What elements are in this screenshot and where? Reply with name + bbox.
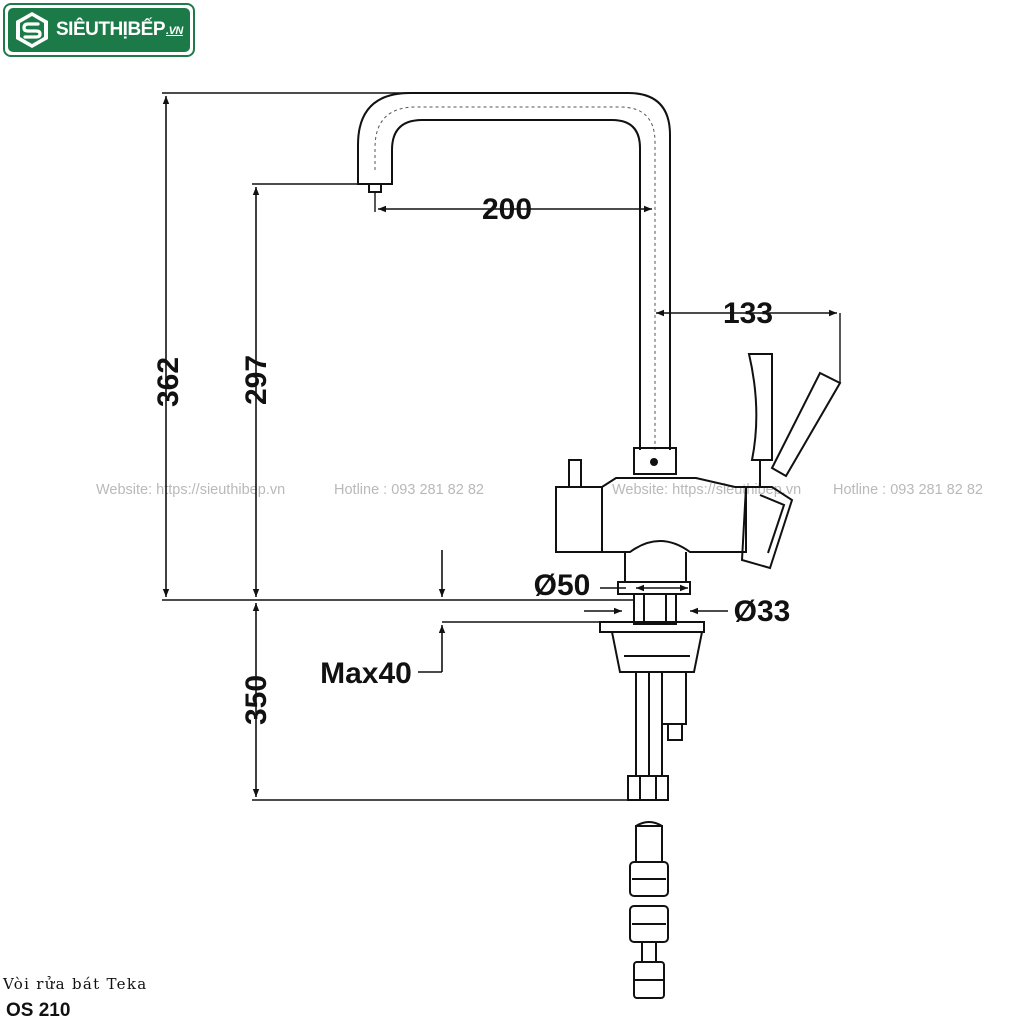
- valve-nut-lower: [629, 905, 669, 943]
- watermark-website: Website: https://sieuthibep.vn: [96, 482, 285, 498]
- inlet-hose-short: [661, 671, 687, 725]
- dim-label-350: 350: [240, 675, 273, 725]
- watermark-hotline: Hotline : 093 281 82 82: [334, 482, 484, 498]
- faucet-base: [624, 552, 687, 583]
- mounting-nut: [610, 631, 704, 673]
- handle-lever: [770, 371, 842, 478]
- spout-pipe-inner: [391, 119, 641, 450]
- spout-pipe-centre: [374, 106, 656, 450]
- extension-lines: [162, 92, 841, 801]
- watermark-right: Website: https://sieuthibep.vn Hotline :…: [612, 482, 983, 498]
- spout-tip: [357, 168, 393, 185]
- brand-name: SIÊUTHỊBẾP.VN: [56, 19, 183, 40]
- brand-logo-badge: SIÊUTHỊBẾP.VN: [8, 8, 190, 52]
- watermark-hotline: Hotline : 093 281 82 82: [833, 482, 983, 498]
- side-knob: [568, 459, 582, 488]
- aerator: [368, 183, 382, 193]
- brand-suffix: .VN: [166, 25, 183, 37]
- faucet-body: [555, 477, 747, 553]
- handle-blade: [747, 353, 773, 461]
- spout-collar: [633, 447, 677, 475]
- dim-label-133: 133: [723, 297, 773, 330]
- dim-label-33: Ø33: [734, 595, 791, 628]
- dimension-lines: [162, 96, 837, 797]
- faucet-outline: [357, 92, 842, 999]
- dim-label-362: 362: [152, 357, 185, 407]
- hexagon-s-icon: [16, 12, 48, 48]
- dimension-labels: 362 297 350 200 133 Ø50 Ø33 Max40: [152, 193, 790, 725]
- valve-nut-upper: [629, 861, 669, 897]
- product-caption: Vòi rửa bát Teka: [3, 975, 148, 993]
- dim-label-50: Ø50: [534, 569, 591, 602]
- dim-label-297: 297: [240, 355, 273, 405]
- watermark-website: Website: https://sieuthibep.vn: [612, 482, 801, 498]
- valve-stem: [635, 825, 663, 863]
- dim-label-max40: Max40: [320, 657, 412, 690]
- brand-logo[interactable]: SIÊUTHỊBẾP.VN: [3, 3, 195, 57]
- hose-fitting: [627, 775, 669, 801]
- watermark-left: Website: https://sieuthibep.vn Hotline :…: [96, 482, 484, 498]
- spout-pipe-outer: [357, 92, 671, 450]
- collar-screw: [650, 458, 658, 466]
- dim-label-200: 200: [482, 193, 532, 226]
- shank: [633, 593, 677, 625]
- handle-cartridge: [740, 486, 794, 570]
- product-model: OS 210: [6, 1000, 71, 1021]
